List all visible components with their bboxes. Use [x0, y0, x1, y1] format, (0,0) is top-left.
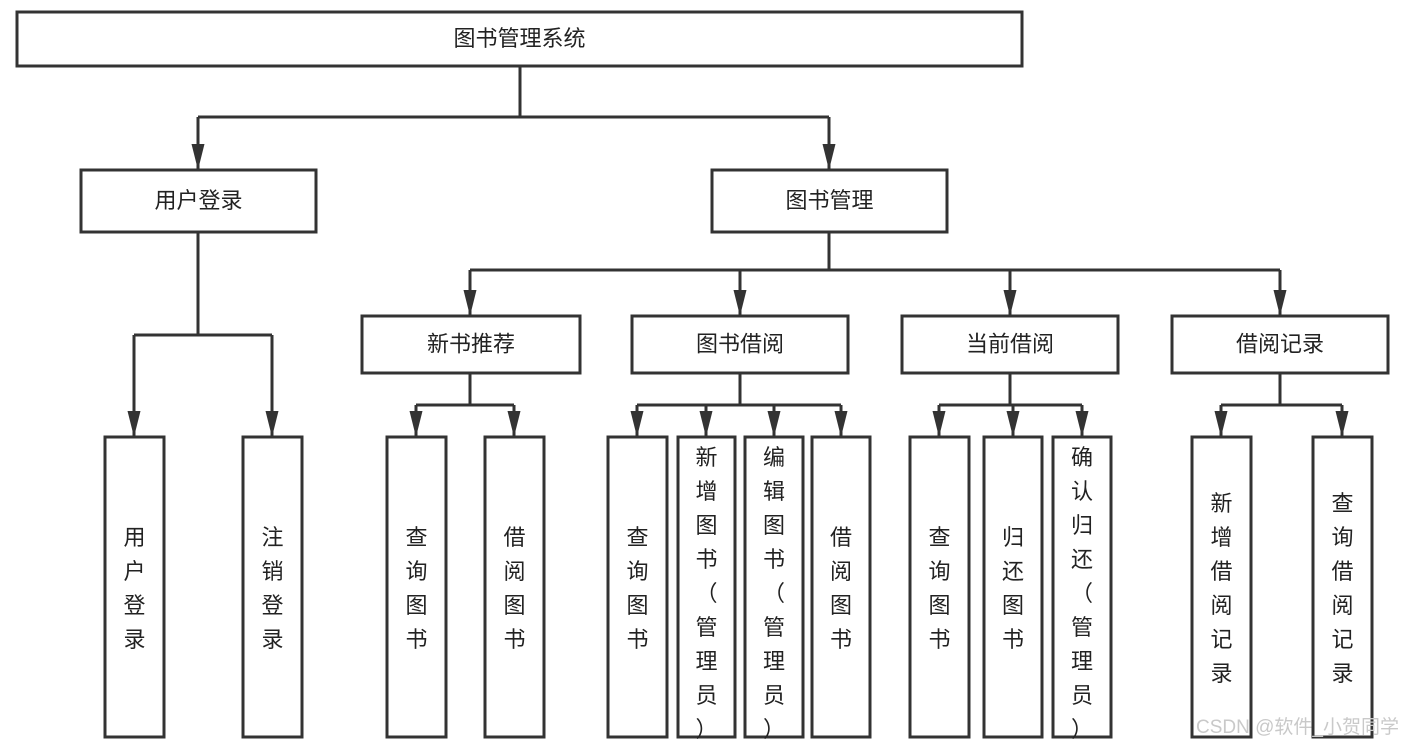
node-leaf-user-logout-label: 注销登录 — [261, 525, 283, 652]
node-leaf-add-book[interactable]: 新增图书（管理员） — [676, 435, 737, 742]
node-book-manage[interactable]: 图书管理 — [710, 168, 949, 234]
node-book-borrow-label: 图书借阅 — [696, 331, 784, 356]
node-leaf-add-record-box[interactable] — [1190, 435, 1253, 739]
node-root-label: 图书管理系统 — [453, 26, 585, 51]
node-leaf-borrow-book-label: 借阅图书 — [830, 525, 852, 652]
node-root-box[interactable] — [15, 10, 1024, 68]
node-book-borrow-box[interactable] — [630, 314, 850, 375]
connector-arrow-icon — [699, 411, 713, 437]
node-leaf-add-record[interactable]: 新增借阅记录 — [1190, 435, 1253, 739]
node-book-manage-label: 图书管理 — [785, 188, 873, 213]
node-book-manage-box[interactable] — [710, 168, 949, 234]
node-leaf-user-logout-box[interactable] — [241, 435, 304, 739]
node-leaf-query-book-rec-box[interactable] — [385, 435, 448, 739]
node-current-borrow[interactable]: 当前借阅 — [900, 314, 1120, 375]
connector-arrow-icon — [630, 411, 644, 437]
connector-arrow-icon — [127, 411, 141, 437]
connector-book-manage-to-level3 — [468, 232, 1282, 315]
node-leaf-query-book-rec[interactable]: 查询图书 — [385, 435, 448, 739]
connector-arrow-icon — [822, 144, 836, 170]
node-leaf-query-book-borrow-label: 查询图书 — [626, 525, 648, 652]
node-leaf-borrow-book-box[interactable] — [810, 435, 872, 739]
node-borrow-record-label: 借阅记录 — [1236, 331, 1324, 356]
node-leaf-borrow-book-rec-box[interactable] — [483, 435, 546, 739]
node-leaf-borrow-book-rec-label: 借阅图书 — [503, 525, 525, 652]
node-leaf-user-logout[interactable]: 注销登录 — [241, 435, 304, 739]
connector-user-login-to-leaves — [132, 232, 274, 436]
node-leaf-query-record-label: 查询借阅记录 — [1331, 491, 1353, 686]
node-root[interactable]: 图书管理系统 — [15, 10, 1024, 68]
node-leaf-query-book-cur[interactable]: 查询图书 — [908, 435, 971, 739]
node-leaf-edit-book[interactable]: 编辑图书（管理员） — [743, 435, 805, 742]
node-borrow-record[interactable]: 借阅记录 — [1170, 314, 1390, 375]
connector-arrow-icon — [932, 411, 946, 437]
node-leaf-confirm-return-box[interactable] — [1051, 435, 1113, 739]
connector-arrow-icon — [1006, 411, 1020, 437]
node-leaf-add-book-box[interactable] — [676, 435, 737, 739]
connector-arrow-icon — [409, 411, 423, 437]
connector-new-book-rec-to-leaves — [414, 373, 516, 436]
connector-arrow-icon — [1003, 290, 1017, 316]
node-borrow-record-box[interactable] — [1170, 314, 1390, 375]
connector-arrow-icon — [767, 411, 781, 437]
connector-borrow-record-to-leaves — [1219, 373, 1344, 436]
connector-book-borrow-to-leaves — [635, 373, 843, 436]
connector-arrow-icon — [1214, 411, 1228, 437]
nodes-layer: 图书管理系统用户登录图书管理新书推荐图书借阅当前借阅借阅记录用户登录注销登录查询… — [15, 10, 1390, 742]
node-leaf-query-book-borrow[interactable]: 查询图书 — [606, 435, 669, 739]
node-leaf-query-book-rec-label: 查询图书 — [405, 525, 427, 652]
node-leaf-query-record-box[interactable] — [1311, 435, 1374, 739]
node-leaf-query-record[interactable]: 查询借阅记录 — [1311, 435, 1374, 739]
connector-arrow-icon — [463, 290, 477, 316]
connector-arrow-icon — [1273, 290, 1287, 316]
node-leaf-return-book[interactable]: 归还图书 — [982, 435, 1044, 739]
node-leaf-user-login-box[interactable] — [103, 435, 166, 739]
node-leaf-return-book-label: 归还图书 — [1002, 525, 1024, 652]
connector-arrow-icon — [1075, 411, 1089, 437]
node-leaf-user-login-label: 用户登录 — [123, 525, 145, 652]
node-leaf-query-book-borrow-box[interactable] — [606, 435, 669, 739]
connector-arrow-icon — [834, 411, 848, 437]
connector-arrow-icon — [1335, 411, 1349, 437]
node-leaf-query-book-cur-box[interactable] — [908, 435, 971, 739]
node-user-login-label: 用户登录 — [154, 188, 242, 213]
csdn-watermark: CSDN @软件_小贺同学 — [1196, 716, 1399, 738]
node-user-login-box[interactable] — [79, 168, 318, 234]
node-leaf-add-record-label: 新增借阅记录 — [1210, 491, 1232, 686]
node-new-book-rec-label: 新书推荐 — [427, 331, 515, 356]
connectors-layer — [127, 66, 1349, 437]
node-leaf-confirm-return[interactable]: 确认归还（管理员） — [1051, 435, 1113, 742]
node-leaf-add-book-label: 新增图书（管理员） — [695, 445, 717, 742]
node-leaf-query-book-cur-label: 查询图书 — [928, 525, 950, 652]
node-leaf-return-book-box[interactable] — [982, 435, 1044, 739]
node-leaf-user-login[interactable]: 用户登录 — [103, 435, 166, 739]
node-user-login[interactable]: 用户登录 — [79, 168, 318, 234]
node-leaf-borrow-book-rec[interactable]: 借阅图书 — [483, 435, 546, 739]
node-new-book-rec-box[interactable] — [360, 314, 582, 375]
node-leaf-confirm-return-label: 确认归还（管理员） — [1071, 445, 1093, 742]
connector-arrow-icon — [265, 411, 279, 437]
node-book-borrow[interactable]: 图书借阅 — [630, 314, 850, 375]
connector-arrow-icon — [507, 411, 521, 437]
node-leaf-edit-book-box[interactable] — [743, 435, 805, 739]
connector-arrow-icon — [733, 290, 747, 316]
node-new-book-rec[interactable]: 新书推荐 — [360, 314, 582, 375]
node-leaf-borrow-book[interactable]: 借阅图书 — [810, 435, 872, 739]
node-current-borrow-box[interactable] — [900, 314, 1120, 375]
connector-root-to-level2 — [196, 66, 831, 169]
node-current-borrow-label: 当前借阅 — [966, 331, 1054, 356]
node-leaf-edit-book-label: 编辑图书（管理员） — [763, 445, 785, 742]
connector-arrow-icon — [191, 144, 205, 170]
